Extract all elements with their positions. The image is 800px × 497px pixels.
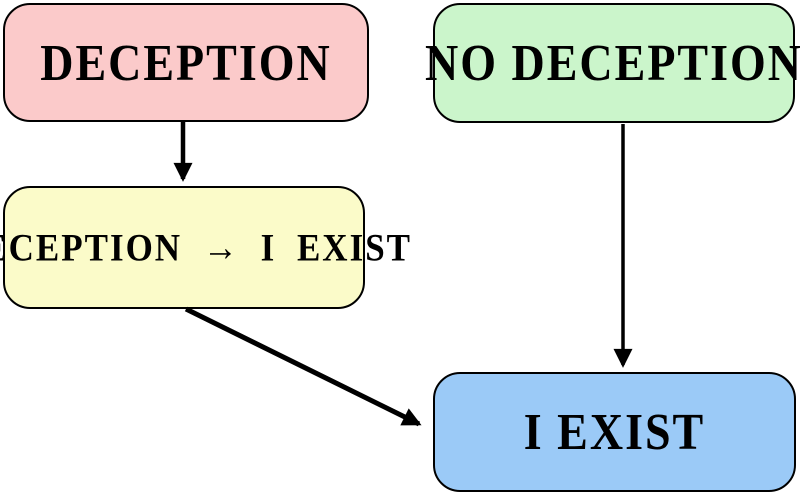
node-deception: DECEPTION	[3, 3, 369, 122]
arrow-implication-to-i-exist	[184, 306, 422, 427]
node-no-deception: NO DECEPTION	[425, 3, 800, 123]
node-i-exist-label: I EXIST	[523, 402, 706, 460]
node-i-exist: I EXIST	[433, 372, 796, 492]
node-no-deception-label: NO DECEPTION	[425, 33, 800, 91]
node-deception-implies-i-exist: DECEPTION → I EXIST	[0, 186, 410, 309]
node-deception-implies-i-exist-label: DECEPTION → I EXIST	[0, 225, 413, 270]
node-deception-label: DECEPTION	[40, 33, 332, 91]
